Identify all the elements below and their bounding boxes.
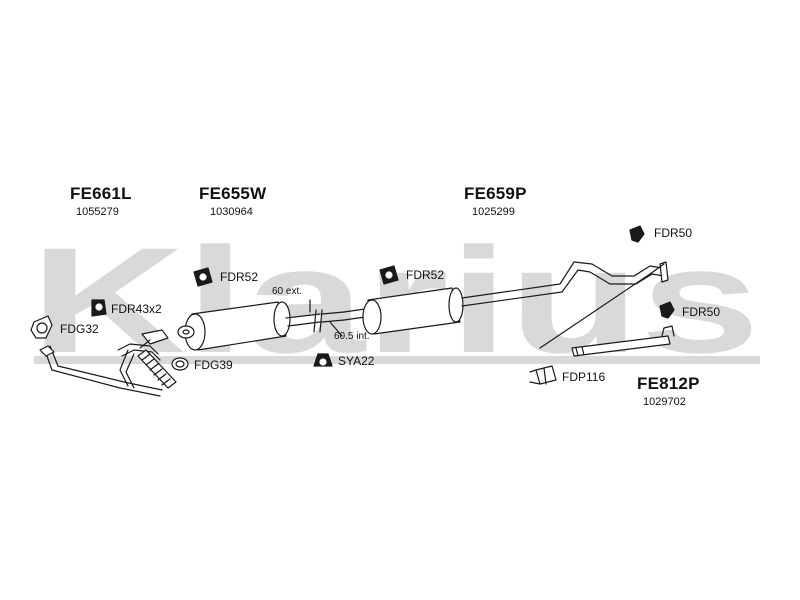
part-label-fdr50-a: FDR50 — [654, 226, 693, 240]
fdr43x2-rubber-icon — [91, 299, 107, 317]
assembly-ref-fe812p: 1029702 — [643, 396, 686, 408]
fdg39-gasket-icon — [171, 357, 189, 371]
fdr50-hanger-icon-a — [629, 225, 645, 243]
dimension-label-int: 60.5 int. — [334, 331, 370, 342]
assembly-ref-fe655w: 1030964 — [210, 206, 253, 218]
fdg32-gasket-icon — [30, 315, 53, 339]
fdr52-hanger-icon-b — [379, 265, 399, 285]
assembly-code-fe655w: FE655W — [199, 184, 267, 203]
part-label-fdr52-b: FDR52 — [406, 268, 445, 282]
assembly-code-fe661l: FE661L — [70, 184, 132, 203]
assembly-code-fe812p: FE812P — [637, 374, 700, 393]
part-label-fdg39: FDG39 — [194, 358, 233, 372]
fdr50-hanger-icon-b — [659, 301, 675, 319]
rear-box-fe659p — [343, 261, 669, 335]
dimension-label-ext: 60 ext. — [272, 286, 303, 297]
part-label-fdp116: FDP116 — [562, 370, 606, 384]
middle-box-fe655w — [177, 301, 321, 351]
fdr52-hanger-icon-a — [193, 267, 213, 287]
joint-marks — [309, 299, 345, 337]
assembly-code-fe659p: FE659P — [464, 184, 527, 203]
part-label-fdr52-a: FDR52 — [220, 270, 259, 284]
fdp116-clamp-icon — [529, 365, 557, 385]
part-label-fdr43x2: FDR43x2 — [111, 302, 162, 316]
assembly-ref-fe659p: 1025299 — [472, 206, 515, 218]
part-label-fdr50-b: FDR50 — [682, 305, 721, 319]
front-pipe-fe661l — [39, 329, 177, 397]
assembly-ref-fe661l: 1055279 — [76, 206, 119, 218]
tailpipe-fe812p — [539, 263, 675, 357]
part-label-sya22: SYA22 — [338, 354, 375, 368]
watermark-underline — [34, 356, 760, 364]
sya22-hanger-icon — [313, 353, 333, 367]
part-label-fdg32: FDG32 — [60, 322, 99, 336]
